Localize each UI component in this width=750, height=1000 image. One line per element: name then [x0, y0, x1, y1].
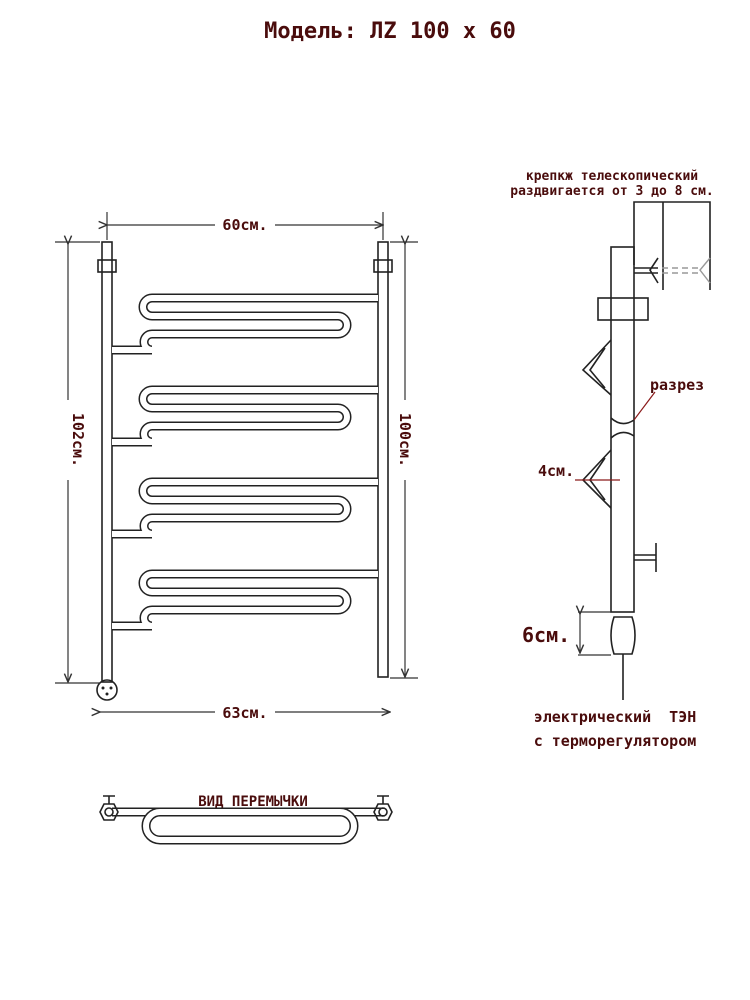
jumper-view: ВИД ПЕРЕМЫЧКИ — [99, 794, 393, 845]
front-view: 60см. 63см. 102см. 100см. — [55, 212, 418, 722]
right-mount-cap — [373, 259, 393, 273]
heater-height-label: 6см. — [522, 623, 570, 647]
serpentine-sections — [112, 293, 378, 631]
height-right-label: 100см. — [396, 413, 414, 467]
serpentine-section-2 — [112, 385, 378, 447]
side-post — [610, 246, 635, 613]
heater-connector-icon — [96, 679, 118, 701]
serpentine-section-1 — [112, 293, 378, 355]
width-bottom-label: 63см. — [222, 704, 267, 722]
model-title: Модель: ЛZ 100 х 60 — [264, 19, 516, 44]
right-post — [377, 241, 389, 678]
serpentine-section-3 — [112, 479, 378, 537]
heater-label-line1: электрический ТЭН — [534, 708, 697, 726]
heater-icon — [610, 616, 636, 655]
mount-label-line1: крепкж телескопический — [526, 169, 698, 184]
cut-mark — [610, 417, 635, 439]
serpentine-section-2 — [112, 387, 378, 445]
cut-label: разрез — [650, 376, 704, 394]
serpentine-section-1 — [112, 295, 378, 353]
heater-label-line2: с терморегулятором — [534, 732, 697, 750]
depth-label: 4см. — [538, 462, 574, 480]
height-left-label: 102см. — [69, 413, 87, 467]
left-post — [101, 241, 113, 683]
right-flange-icon — [373, 803, 393, 821]
serpentine-section-4 — [112, 571, 378, 629]
serpentine-section-3 — [112, 477, 378, 539]
left-flange-icon — [99, 803, 119, 821]
side-clamp — [597, 297, 649, 321]
jumper-label: ВИД ПЕРЕМЫЧКИ — [198, 794, 308, 810]
serpentine-section-4 — [112, 569, 378, 631]
side-view: крепкж телескопический раздвигается от 3… — [510, 169, 714, 750]
left-mount-cap — [97, 259, 117, 273]
mount-label-line2: раздвигается от 3 до 8 см. — [510, 184, 714, 199]
width-top-label: 60см. — [222, 216, 267, 234]
